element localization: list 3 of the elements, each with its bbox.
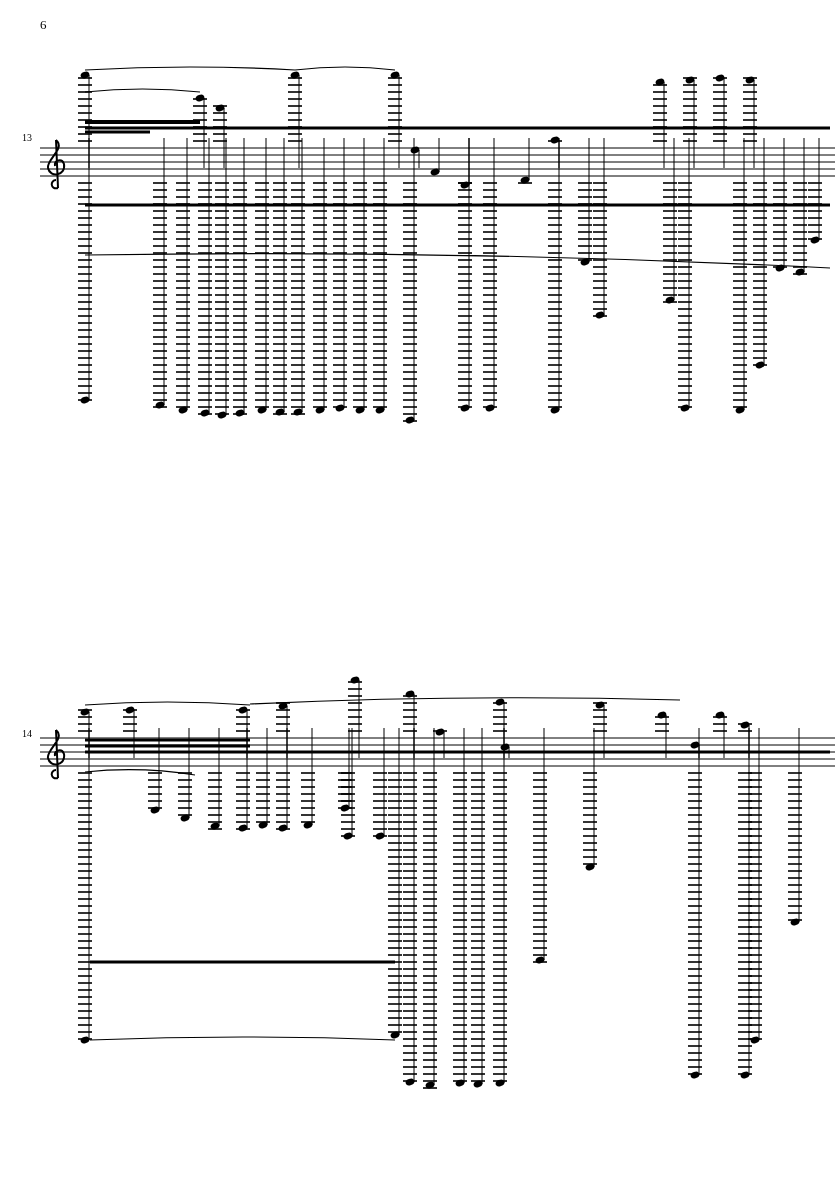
measure-number: 14 [22, 727, 32, 741]
page-number: 6 [40, 18, 47, 32]
measure-number: 13 [22, 131, 32, 145]
